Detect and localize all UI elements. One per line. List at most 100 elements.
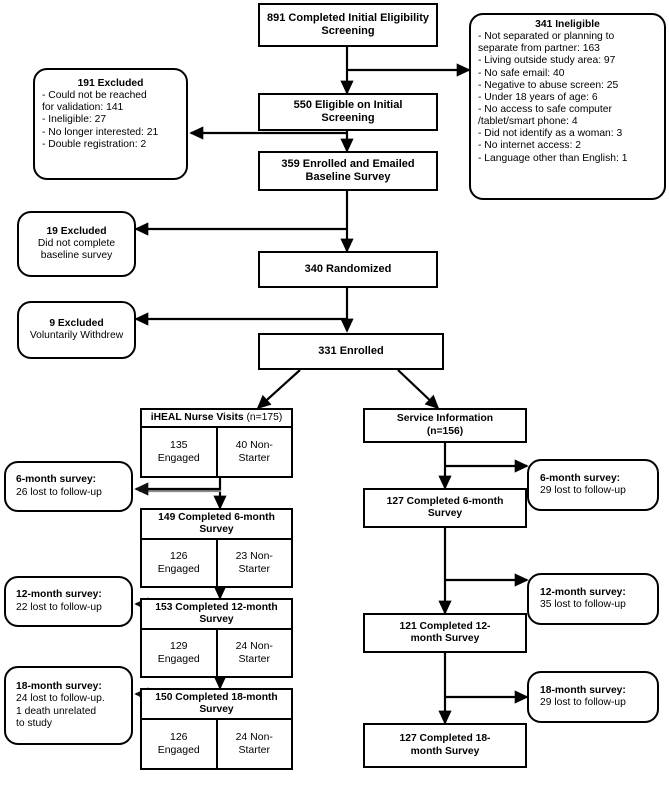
loss-18month-header: 18-month survey:	[16, 681, 102, 693]
table-iheal-18month: 150 Completed 18-month Survey 126 Engage…	[140, 688, 293, 770]
box-excluded-withdrew-header: 9 Excluded	[49, 317, 104, 329]
table-iheal-baseline-body: 135 Engaged 40 Non- Starter	[142, 427, 292, 476]
iheal-18month-title-line1: 150 Completed 18-month	[155, 692, 278, 703]
iheal-engaged-count: 126	[169, 730, 188, 743]
excluded-screening-reason: - Double registration: 2	[42, 138, 147, 150]
iheal-engaged-cell: 126 Engaged	[142, 719, 218, 768]
iheal-nonstarter-cell: 24 Non- Starter	[218, 630, 292, 676]
service-header-label: Service Information	[396, 413, 494, 425]
ineligible-reason: - No internet access: 2	[478, 140, 582, 152]
loss-6month-header: 6-month survey:	[16, 474, 97, 486]
box-excluded-baseline-line2: baseline survey	[40, 250, 113, 262]
iheal-engaged-label: Engaged	[157, 652, 200, 665]
service-6month-line2: Survey	[427, 508, 463, 519]
service-loss-18month-header: 18-month survey:	[540, 684, 626, 696]
box-service-12month: 121 Completed 12- month Survey	[363, 613, 527, 653]
box-excluded-baseline-line1: Did not complete	[37, 237, 116, 249]
ineligible-reason: - Under 18 years of age: 6	[478, 91, 598, 103]
loss-18month-line1: 24 lost to follow-up.	[16, 693, 105, 705]
iheal-engaged-cell: 135 Engaged	[142, 427, 218, 476]
box-ineligible-header: 341 Ineligible	[535, 19, 600, 30]
ineligible-reason: - Living outside study area: 97	[478, 55, 616, 67]
iheal-nonstarter-label: Starter	[238, 743, 270, 756]
box-final-enrolled: 331 Enrolled	[258, 333, 444, 370]
service-header-n: (n=156)	[426, 425, 464, 437]
iheal-18month-title-line2: Survey	[199, 703, 234, 715]
service-loss-12month-header: 12-month survey:	[540, 586, 626, 598]
ineligible-reason: - Negative to abuse screen: 25	[478, 79, 619, 91]
ineligible-reason: /tablet/smart phone: 4	[478, 116, 578, 128]
table-iheal-12month-body: 129 Engaged 24 Non- Starter	[142, 629, 292, 676]
loss-12month-line1: 22 lost to follow-up	[16, 601, 102, 613]
ineligible-reason: - No access to safe computer	[478, 103, 612, 115]
box-service-loss-18month: 18-month survey: 29 lost to follow-up	[527, 671, 659, 723]
box-eligible: 550 Eligible on Initial Screening	[258, 93, 438, 131]
loss-12month-header: 12-month survey:	[16, 589, 102, 601]
box-excluded-withdrew: 9 Excluded Voluntarily Withdrew	[17, 301, 136, 359]
box-ineligible: 341 Ineligible - Not separated or planni…	[469, 13, 666, 200]
iheal-nonstarter-count: 24 Non-	[235, 730, 273, 743]
table-iheal-6month-header: 149 Completed 6-month Survey	[142, 510, 291, 540]
service-18month-line2: month Survey	[410, 745, 480, 757]
box-excluded-withdrew-line1: Voluntarily Withdrew	[29, 330, 124, 341]
box-excluded-screening: 191 Excluded - Could not be reached for …	[33, 68, 188, 180]
table-iheal-18month-header: 150 Completed 18-month Survey	[142, 690, 291, 720]
iheal-12month-title-line1: 153 Completed 12-month	[155, 602, 278, 613]
ineligible-reason: - Did not identify as a woman: 3	[478, 128, 623, 140]
iheal-nonstarter-count: 40 Non-	[235, 438, 273, 451]
iheal-header-label: iHEAL Nurse Visits	[150, 412, 244, 423]
table-iheal-baseline-header: iHEAL Nurse Visits (n=175)	[142, 410, 291, 428]
box-service-loss-6month: 6-month survey: 29 lost to follow-up	[527, 459, 659, 511]
iheal-engaged-count: 135	[169, 438, 188, 451]
box-eligible-label: 550 Eligible on Initial Screening	[293, 99, 403, 124]
excluded-screening-reason: - Ineligible: 27	[42, 114, 107, 126]
ineligible-reason: - Language other than English: 1	[478, 152, 628, 164]
iheal-nonstarter-label: Starter	[238, 562, 270, 575]
iheal-nonstarter-count: 24 Non-	[235, 639, 273, 652]
box-service-6month: 127 Completed 6-month Survey	[363, 488, 527, 528]
iheal-header-n: (n=175)	[246, 412, 283, 423]
iheal-engaged-count: 126	[169, 549, 188, 562]
table-iheal-baseline: iHEAL Nurse Visits (n=175) 135 Engaged 4…	[140, 408, 293, 478]
box-enrolled-emailed-label: 359 Enrolled and Emailed Baseline Survey	[281, 158, 415, 183]
excluded-screening-reason: for validation: 141	[42, 102, 124, 114]
box-screened-label: 891 Completed Initial Eligibility Screen…	[267, 12, 429, 37]
iheal-12month-title-line2: Survey	[199, 613, 234, 625]
box-excluded-baseline: 19 Excluded Did not complete baseline su…	[17, 211, 136, 277]
box-service-information: Service Information (n=156)	[363, 408, 527, 443]
iheal-nonstarter-label: Starter	[238, 451, 270, 464]
box-excluded-screening-header: 191 Excluded	[77, 78, 144, 89]
service-18month-line1: 127 Completed 18-	[399, 733, 491, 745]
loss-18month-line2: 1 death unrelated	[16, 705, 97, 717]
service-6month-line1: 127 Completed 6-month	[386, 495, 504, 507]
table-iheal-6month-body: 126 Engaged 23 Non- Starter	[142, 539, 292, 586]
iheal-engaged-label: Engaged	[157, 743, 200, 756]
loss-18month-line3: to study	[16, 717, 53, 729]
iheal-nonstarter-count: 23 Non-	[235, 549, 273, 562]
iheal-engaged-count: 129	[169, 639, 188, 652]
service-loss-6month-header: 6-month survey:	[540, 472, 621, 484]
iheal-nonstarter-cell: 24 Non- Starter	[218, 720, 292, 768]
box-randomized: 340 Randomized	[258, 251, 438, 288]
iheal-nonstarter-cell: 23 Non- Starter	[218, 540, 292, 586]
iheal-6month-title-line2: Survey	[199, 523, 234, 535]
table-iheal-6month: 149 Completed 6-month Survey 126 Engaged…	[140, 508, 293, 588]
iheal-6month-title-line1: 149 Completed 6-month	[158, 512, 275, 523]
iheal-engaged-label: Engaged	[157, 451, 200, 464]
iheal-engaged-label: Engaged	[157, 562, 200, 575]
service-12month-line2: month Survey	[410, 633, 480, 644]
ineligible-reason: separate from partner: 163	[478, 43, 600, 55]
box-enrolled-emailed: 359 Enrolled and Emailed Baseline Survey	[258, 151, 438, 191]
iheal-nonstarter-label: Starter	[238, 652, 270, 665]
table-iheal-18month-body: 126 Engaged 24 Non- Starter	[142, 719, 292, 768]
service-loss-18month-line1: 29 lost to follow-up	[540, 697, 626, 708]
service-loss-12month-line1: 35 lost to follow-up	[540, 599, 626, 610]
box-service-18month: 127 Completed 18- month Survey	[363, 723, 527, 768]
table-iheal-12month: 153 Completed 12-month Survey 129 Engage…	[140, 598, 293, 678]
service-loss-6month-line1: 29 lost to follow-up	[540, 485, 626, 496]
excluded-screening-reason: - No longer interested: 21	[42, 126, 159, 138]
box-iheal-loss-18month: 18-month survey: 24 lost to follow-up. 1…	[4, 666, 133, 745]
iheal-nonstarter-cell: 40 Non- Starter	[218, 428, 292, 476]
box-screened: 891 Completed Initial Eligibility Screen…	[258, 3, 438, 47]
